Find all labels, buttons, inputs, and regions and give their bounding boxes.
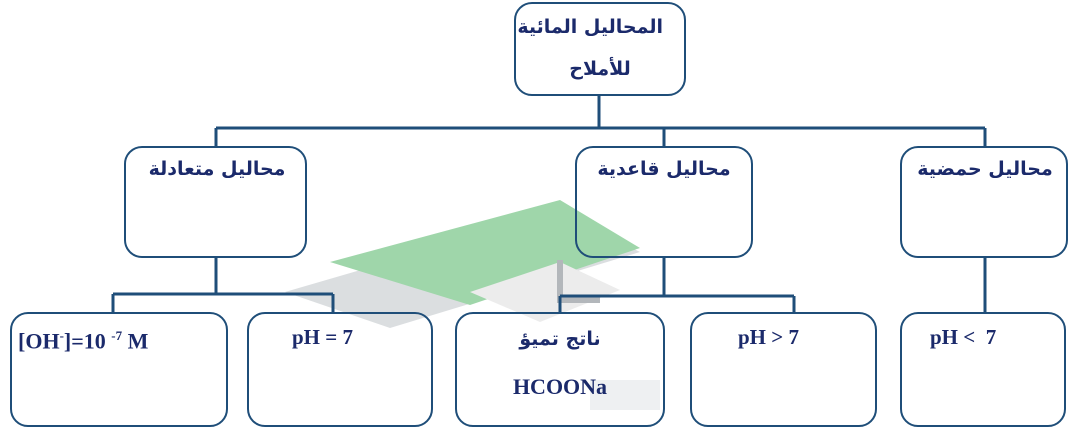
category-box-acidic bbox=[900, 146, 1068, 258]
oh-exponent: -7 bbox=[111, 328, 123, 343]
leaf-basic-ph: pH > 7 bbox=[738, 325, 799, 349]
leaf-basic-product-formula: HCOONa bbox=[512, 374, 608, 399]
root-label-line1: المحاليل المائية bbox=[517, 16, 663, 38]
category-label-acidic: محاليل حمضية bbox=[917, 158, 1053, 180]
root-box bbox=[514, 2, 686, 96]
category-box-basic bbox=[575, 146, 753, 258]
leaf-acidic-ph: pH < 7 bbox=[930, 325, 997, 349]
oh-unit: M bbox=[122, 328, 149, 354]
leaf-neutral-ph: pH = 7 bbox=[292, 325, 353, 349]
leaf-basic-product-label: ناتج تميؤ bbox=[519, 328, 601, 350]
oh-prefix: [OH bbox=[18, 328, 60, 354]
watermark-cap-top bbox=[330, 200, 640, 305]
root-label-line2: للأملاح bbox=[569, 58, 631, 80]
category-box-neutral bbox=[124, 146, 307, 258]
leaf-neutral-oh-concentration: [OH-]=10 -7 M bbox=[18, 328, 148, 354]
category-label-neutral: محاليل متعادلة bbox=[148, 158, 286, 180]
watermark-arrow bbox=[470, 262, 620, 322]
category-label-basic: محاليل قاعدية bbox=[597, 158, 731, 180]
watermark-base bbox=[590, 380, 660, 410]
oh-middle: ]=10 bbox=[63, 328, 112, 354]
oh-charge: - bbox=[59, 328, 64, 343]
